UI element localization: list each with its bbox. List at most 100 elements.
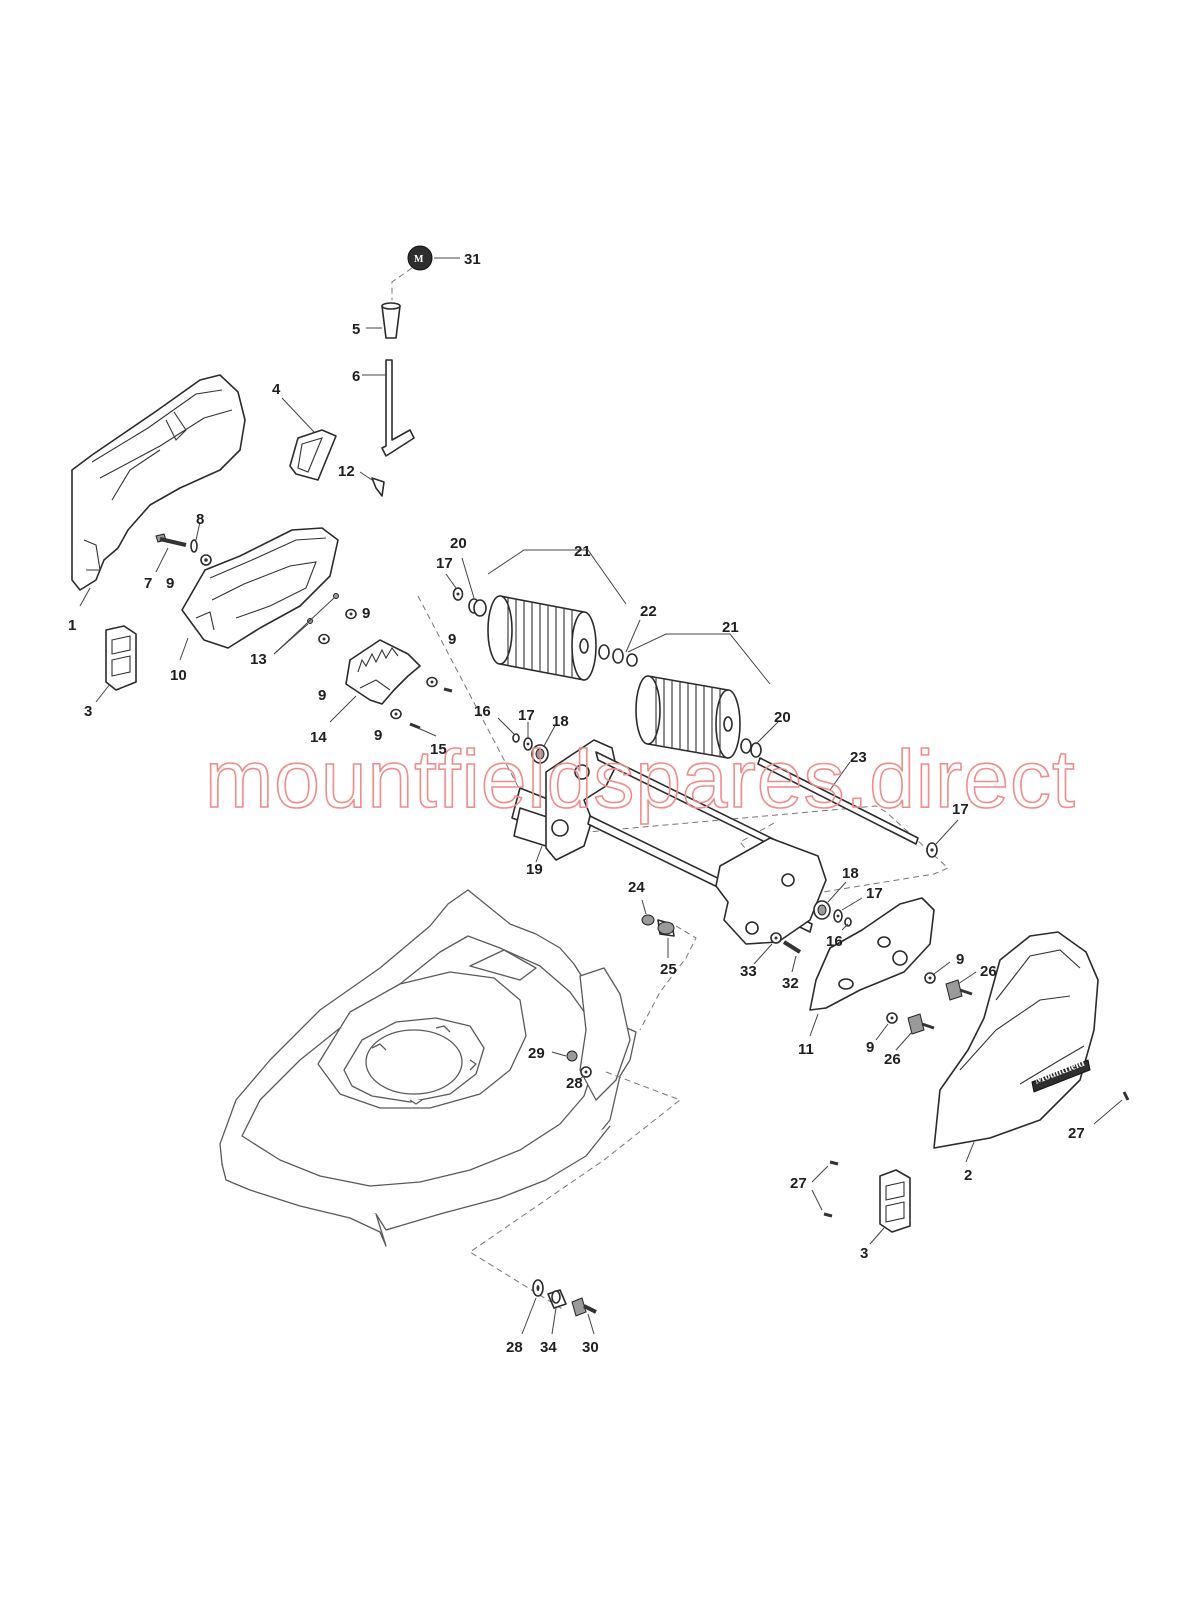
callout-28a: 28 <box>566 1075 583 1092</box>
part-9-washer-b <box>345 608 357 620</box>
part-17-washer-mid <box>523 722 533 751</box>
callout-9g: 9 <box>866 1039 874 1056</box>
callout-13: 13 <box>250 651 267 668</box>
part-17-washer-left <box>445 573 464 601</box>
callout-31: 31 <box>464 251 481 268</box>
part-14-height-bracket <box>329 639 421 723</box>
callout-5: 5 <box>352 321 360 338</box>
callout-9b: 9 <box>362 605 370 622</box>
part-21-bracket-a <box>487 549 627 605</box>
mower-deck <box>219 889 637 1247</box>
part-13-screws <box>273 593 339 655</box>
part-19-roller-frame <box>511 739 827 945</box>
part-30-bolt <box>571 1297 597 1335</box>
callout-8: 8 <box>196 511 204 528</box>
callout-17c: 17 <box>518 707 535 724</box>
callout-33: 33 <box>740 963 757 980</box>
callout-9c: 9 <box>318 687 326 704</box>
part-9-washer-d <box>426 676 438 688</box>
part-20-bearing-right <box>740 721 779 758</box>
part-33-washer <box>753 932 782 965</box>
part-17-washer-lower <box>833 897 863 923</box>
callout-14: 14 <box>310 729 327 746</box>
callout-32: 32 <box>782 975 799 992</box>
callout-3b: 3 <box>860 1245 868 1262</box>
callout-23: 23 <box>850 749 867 766</box>
callout-18a: 18 <box>552 713 569 730</box>
callout-1: 1 <box>68 617 76 634</box>
part-5-knob <box>366 302 401 339</box>
callout-21b: 21 <box>722 619 739 636</box>
part-2-right-cover: Mountfield <box>933 931 1099 1163</box>
callout-16b: 16 <box>826 933 843 950</box>
part-23-axle <box>757 757 919 845</box>
callout-15: 15 <box>430 741 447 758</box>
part-16-spacer-left <box>497 717 520 743</box>
part-9-washer-f <box>924 961 951 984</box>
callout-29: 29 <box>528 1045 545 1062</box>
part-27-screws-lower <box>811 1160 839 1218</box>
callout-24: 24 <box>628 879 645 896</box>
callout-26b: 26 <box>884 1051 901 1068</box>
part-27-screw-right <box>1093 1091 1130 1125</box>
callout-3a: 3 <box>84 703 92 720</box>
dash-28 <box>469 1071 682 1311</box>
part-32-bolt <box>782 940 802 973</box>
callout-12: 12 <box>338 463 355 480</box>
callout-25: 25 <box>660 961 677 978</box>
callout-20b: 20 <box>774 709 791 726</box>
part-8-washer <box>190 521 201 553</box>
part-18-bush-left <box>531 723 557 764</box>
part-34-spacer <box>547 1289 567 1335</box>
callout-34: 34 <box>540 1339 557 1356</box>
part-20-bearing-left <box>461 557 487 617</box>
part-26-bolt-b <box>895 1013 935 1051</box>
part-26-bolt-a <box>945 971 977 1001</box>
dash-25 <box>639 925 697 1031</box>
callout-4: 4 <box>272 381 281 398</box>
callout-10: 10 <box>170 667 187 684</box>
callout-9d: 9 <box>448 631 456 648</box>
callout-20a: 20 <box>450 535 467 552</box>
part-21-roller-a <box>487 595 597 681</box>
callout-21a: 21 <box>574 543 591 560</box>
part-12-clip <box>359 471 385 497</box>
part-17-washer-right <box>926 819 959 858</box>
part-11-right-side-cover <box>809 897 935 1037</box>
part-9-washer-c <box>318 633 330 645</box>
callout-26a: 26 <box>980 963 997 980</box>
part-10-side-cover <box>179 527 339 661</box>
part-16-spacer-right <box>841 917 852 931</box>
part-7-bolt <box>155 533 187 573</box>
callout-11: 11 <box>798 1041 814 1058</box>
callout-28b: 28 <box>506 1339 523 1356</box>
part-3-hinge-left <box>95 625 137 703</box>
cap-letter: M <box>414 254 424 265</box>
part-1-left-cover <box>71 374 246 607</box>
part-22-bearing <box>598 619 641 667</box>
part-28-washer-lower <box>521 1279 544 1335</box>
part-3-hinge-right <box>869 1169 911 1245</box>
callout-9e: 9 <box>374 727 382 744</box>
callout-16a: 16 <box>474 703 491 720</box>
part-25-pin <box>657 919 675 958</box>
callout-9f: 9 <box>956 951 964 968</box>
callout-17d: 17 <box>866 885 883 902</box>
part-21-roller-b <box>635 675 741 759</box>
watermark: mountfieldspares.direct <box>205 734 1076 825</box>
callout-2: 2 <box>964 1167 972 1184</box>
part-6-height-rod <box>362 359 415 457</box>
part-4-cover <box>281 397 337 481</box>
part-21-bracket-b <box>627 633 771 685</box>
part-15-bolts <box>409 687 453 737</box>
callout-18b: 18 <box>842 865 859 882</box>
part-9-washer-a <box>200 554 212 566</box>
part-9-washer-g <box>875 1012 898 1041</box>
callout-7: 7 <box>144 575 152 592</box>
callout-17a: 17 <box>436 555 453 572</box>
part-28-washer-upper <box>577 1066 592 1081</box>
callout-6: 6 <box>352 368 360 385</box>
callout-19: 19 <box>526 861 543 878</box>
callout-22: 22 <box>640 603 657 620</box>
